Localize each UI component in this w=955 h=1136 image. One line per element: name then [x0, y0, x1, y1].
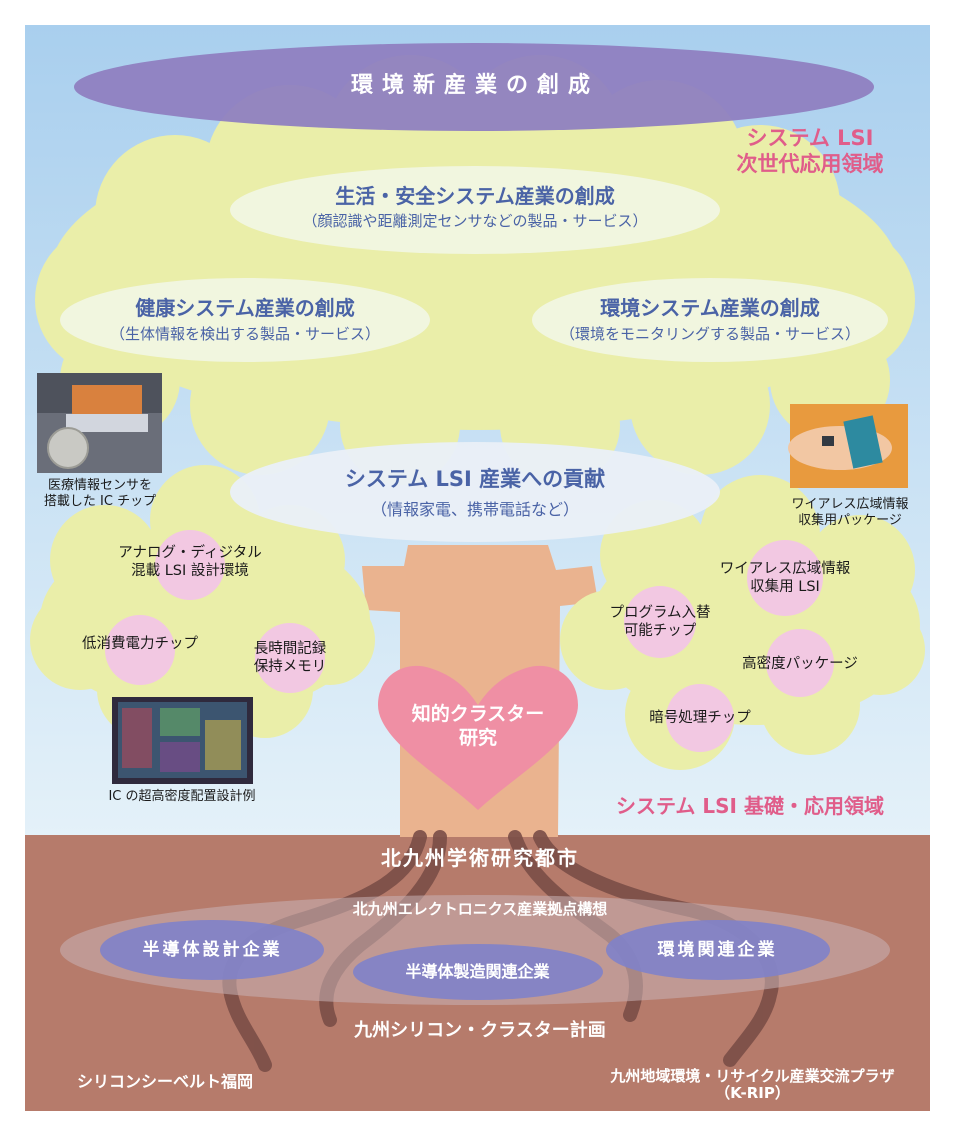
ground-cluster: 九州シリコン・クラスター計画 — [354, 1020, 606, 1041]
ground-bottom-right: 九州地域環境・リサイクル産業交流プラザ （K-RIP） — [610, 1067, 895, 1103]
canopy-title-env: 環境システム産業の創成 — [600, 296, 820, 320]
left-item-memory: 長時間記録 保持メモリ — [253, 641, 327, 676]
canopy-sub-life: （顔認識や距離測定センサなどの製品・サービス） — [302, 212, 648, 230]
sky-banner-ellipse — [74, 43, 874, 131]
right-item-crypto: 暗号処理チップ — [649, 710, 751, 726]
canopy-ellipse-lsi — [230, 442, 720, 542]
canopy-title-health: 健康システム産業の創成 — [135, 296, 355, 320]
company-ellipse-env — [606, 920, 830, 980]
region-upper-label: システム LSI 次世代応用領域 — [736, 126, 884, 177]
ground-plan: 北九州エレクトロニクス産業拠点構想 — [352, 900, 608, 918]
photo-ic-layout — [112, 697, 253, 784]
canopy-sub-health: （生体情報を検出する製品・サービス） — [109, 325, 380, 343]
pink-circle — [766, 629, 834, 697]
left-item-low-power: 低消費電力チップ — [82, 636, 198, 652]
canopy-title-lsi: システム LSI 産業への貢献 — [344, 467, 606, 491]
region-lower-label: システム LSI 基礎・応用領域 — [616, 794, 884, 818]
pink-circle — [666, 684, 734, 752]
left-item-analog-digital: アナログ・ディジタル 混載 LSI 設計環境 — [118, 545, 262, 580]
caption-wireless-package: ワイアレス広域情報 収集用パッケージ — [791, 497, 909, 529]
right-item-programmable: プログラム入替 可能チップ — [609, 605, 711, 640]
ground-company-mfg: 半導体製造関連企業 — [405, 962, 550, 981]
right-item-wireless-lsi: ワイアレス広域情報 収集用 LSI — [719, 561, 851, 596]
canopy-ellipse-env — [532, 278, 888, 362]
tree-trunk — [362, 545, 598, 837]
heart-label: 知的クラスター 研究 — [411, 703, 545, 749]
company-ellipse-design — [100, 920, 324, 980]
pink-circle — [747, 540, 823, 616]
pink-circle — [155, 530, 225, 600]
right-item-density-package: 高密度パッケージ — [742, 656, 858, 672]
sky-banner-title: 環境新産業の創成 — [350, 73, 599, 98]
heart-shape — [378, 665, 578, 810]
ground-company-env: 環境関連企業 — [657, 940, 778, 960]
photo-medical-chip — [37, 373, 162, 473]
canopy-sub-lsi: （情報家電、携帯電話など） — [370, 500, 579, 519]
pink-circle — [105, 615, 175, 685]
canopy-sub-env: （環境をモニタリングする製品・サービス） — [559, 325, 860, 343]
photo-wireless-package — [788, 404, 908, 488]
canopy-ellipse-life — [230, 166, 720, 254]
caption-ic-layout: IC の超高密度配置設計例 — [108, 789, 256, 804]
caption-medical-chip: 医療情報センサを 搭載した IC チップ — [43, 478, 157, 510]
ground-company-design: 半導体設計企業 — [142, 940, 283, 960]
company-ellipse-mfg — [353, 944, 603, 1000]
pink-circle — [255, 623, 325, 693]
canopy-title-life: 生活・安全システム産業の創成 — [335, 184, 615, 208]
canopy-ellipse-health — [60, 278, 430, 362]
pink-circle — [624, 586, 696, 658]
ground-bottom-left: シリコンシーベルト福岡 — [76, 1072, 253, 1091]
ground-city: 北九州学術研究都市 — [381, 846, 579, 870]
